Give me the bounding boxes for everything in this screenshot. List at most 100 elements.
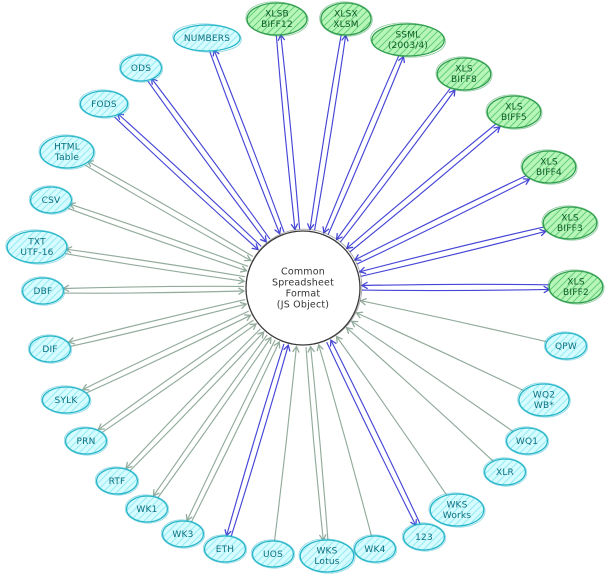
node-outline (21, 277, 65, 305)
node-outline-sketch (428, 492, 486, 528)
node-outline-sketch (28, 185, 74, 215)
node-outline-sketch (202, 534, 248, 564)
edge-xls-biff4-read (353, 174, 528, 261)
node-outline (518, 383, 570, 417)
node-outline-sketch (250, 539, 296, 569)
edge-xls-biff5-read (345, 122, 498, 250)
edge-wks-lotus-read (307, 345, 329, 540)
edge-wk3-read (190, 340, 281, 523)
node-label: RTF (109, 477, 126, 487)
node-outline (95, 467, 139, 495)
node-outline-sketch (27, 334, 73, 364)
node-label: ETH (216, 545, 235, 555)
node-outline (483, 458, 527, 486)
edge-xls-biff8-write (339, 88, 456, 243)
edge-xlr-read (345, 326, 494, 462)
node-outline (548, 270, 604, 304)
node-uos: UOS (250, 539, 296, 569)
node-outline (521, 150, 577, 184)
edge-wk1-write (152, 334, 268, 497)
node-outline-sketch (118, 53, 164, 83)
edge-txt-utf-16-write (64, 246, 246, 278)
edge-wks-works-read (335, 335, 448, 496)
edge-xls-biff2-write (361, 285, 551, 294)
node-outline-sketch (40, 385, 92, 415)
node-label: NUMBERS (184, 34, 230, 44)
node-outline (203, 535, 247, 563)
edge-qpw-read (359, 298, 547, 343)
node-ods: ODS (118, 53, 164, 83)
node-outline (402, 523, 446, 551)
node-outline-sketch (435, 56, 493, 92)
node-outline (299, 539, 355, 573)
node-label: XLR (496, 468, 514, 478)
node-outline (79, 90, 129, 118)
node-123: 123 (401, 522, 447, 552)
edge-ods-write (150, 77, 271, 240)
edge-csv-read (68, 207, 248, 273)
node-label: UOS (263, 550, 283, 560)
node-outline (41, 386, 91, 414)
node-outline (39, 135, 95, 169)
node-outline (29, 186, 73, 214)
edge-fods-write (116, 112, 262, 247)
node-label: DBF (34, 287, 53, 297)
edge-xlsx-xlsm-read (307, 34, 342, 231)
edges-layer (62, 33, 551, 542)
edge-xls-biff8-read (335, 86, 452, 241)
edge-wks-lotus-write (305, 346, 327, 542)
node-outline-sketch (543, 331, 589, 361)
node-outline-sketch (63, 426, 109, 456)
node-outline (505, 427, 549, 455)
edge-sylk-read (84, 314, 252, 395)
edge-123-read (329, 338, 421, 524)
edge-wq1-read (350, 320, 514, 432)
edge-wq2-wb-read (355, 311, 525, 392)
edge-rtf-read (128, 331, 265, 472)
node-label: SYLK (55, 396, 79, 406)
node-label: WK1 (136, 505, 157, 515)
node-label: WQ1 (516, 437, 538, 447)
edge-xlsb-biff12-read (275, 35, 299, 231)
node-outline-sketch (541, 205, 599, 241)
node-outline-sketch (172, 23, 242, 53)
node-outline-sketch (5, 229, 69, 265)
edge-eth-read (230, 343, 291, 538)
node-outline (246, 2, 308, 36)
node-label: WK4 (364, 545, 385, 555)
center-circle (245, 230, 361, 346)
edge-csv-write (68, 202, 249, 267)
node-outline (173, 24, 241, 52)
node-label: DIF (42, 345, 57, 355)
node-label: ODS (131, 64, 151, 74)
node-outline (6, 230, 68, 264)
node-numbers: NUMBERS (172, 23, 242, 53)
edge-xls-biff3-read (358, 226, 545, 275)
edge-dbf-write (62, 284, 245, 293)
node-outline-sketch (160, 519, 206, 549)
node-outline-sketch (245, 1, 309, 37)
node-outline-sketch (124, 494, 170, 524)
node-outline-sketch (20, 276, 66, 306)
node-outline (64, 427, 108, 455)
edge-ssml-2003-4-write (327, 55, 406, 235)
node-outline-sketch (547, 269, 605, 305)
node-outline-sketch (504, 426, 550, 456)
node-outline (161, 520, 205, 548)
node-outline (371, 23, 445, 57)
edge-numbers-read (209, 51, 282, 235)
